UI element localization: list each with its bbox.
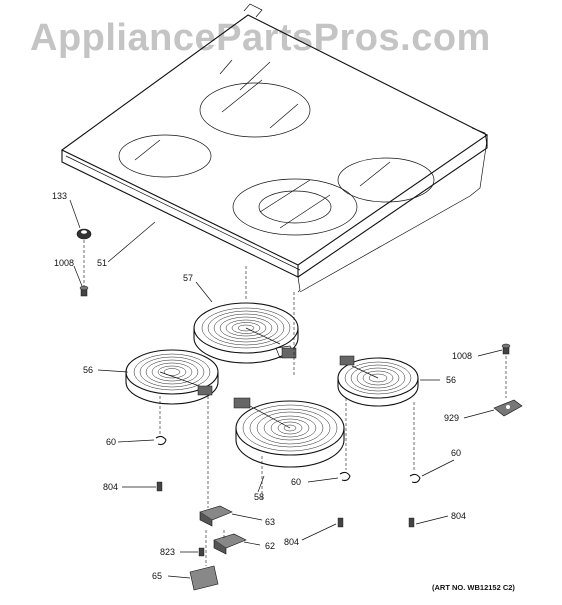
glass-cooktop <box>60 3 489 293</box>
callout-labels: 133 1008 51 57 56 1008 56 929 60 60 60 8… <box>52 191 472 581</box>
callout-823: 823 <box>160 547 175 557</box>
bracket-929 <box>493 399 523 417</box>
leader-lines <box>69 199 503 579</box>
screw-1008-left <box>79 285 89 297</box>
clip-60-right <box>409 473 421 484</box>
screw-1008-right <box>501 343 511 398</box>
callout-133: 133 <box>52 191 67 201</box>
callout-62: 62 <box>265 541 275 551</box>
callout-60-right: 60 <box>451 448 461 458</box>
bracket-62 <box>213 530 247 555</box>
element-56-left <box>125 349 219 508</box>
callout-56-left: 56 <box>83 365 93 375</box>
screw-804-left <box>156 481 163 492</box>
callout-804-right: 804 <box>451 511 466 521</box>
watermark: AppliancePartsPros.com <box>30 17 491 59</box>
callout-804-left: 804 <box>103 482 118 492</box>
clip-60-middle <box>339 471 351 482</box>
callout-60-left: 60 <box>106 437 116 447</box>
screw-804-right <box>408 517 415 528</box>
screw-823 <box>198 547 205 557</box>
callout-56-right: 56 <box>446 375 456 385</box>
bumper-133 <box>76 228 92 286</box>
callout-804-middle: 804 <box>284 537 299 547</box>
callout-65: 65 <box>152 571 162 581</box>
callout-58: 58 <box>254 492 264 502</box>
callout-51: 51 <box>97 258 107 268</box>
bracket-63 <box>199 505 233 527</box>
bracket-65 <box>189 530 219 591</box>
callout-929: 929 <box>444 413 459 423</box>
callout-63: 63 <box>265 517 275 527</box>
callout-1008-right: 1008 <box>452 351 472 361</box>
screw-804-middle <box>337 517 344 528</box>
art-number: (ART NO. WB12152 C2) <box>432 583 515 592</box>
callout-60-middle: 60 <box>291 477 301 487</box>
callout-1008-left: 1008 <box>54 258 74 268</box>
element-58 <box>233 397 345 500</box>
element-57 <box>193 266 299 376</box>
element-56-right <box>337 355 419 470</box>
clip-60-left <box>155 435 167 446</box>
callout-57: 57 <box>183 273 193 283</box>
